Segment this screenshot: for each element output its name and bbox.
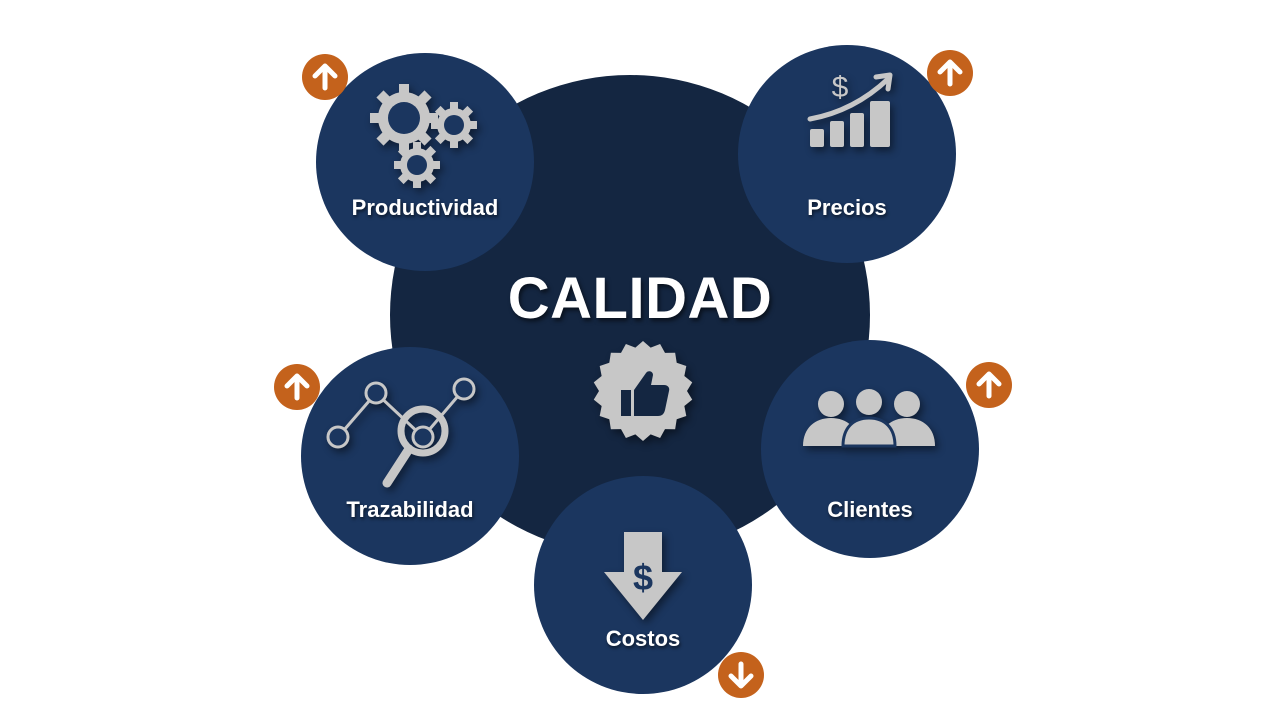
node-label-costos: Costos <box>605 626 681 651</box>
trend-down-badge-costos <box>718 652 764 698</box>
node-productividad: Productividad <box>316 53 534 271</box>
node-label-precios: Precios <box>807 195 887 220</box>
node-label-productividad: Productividad <box>351 195 499 220</box>
node-costos: $ Costos <box>534 476 752 694</box>
network-magnifier-icon <box>326 377 476 488</box>
node-label-trazabilidad: Trazabilidad <box>346 497 474 522</box>
arrow-up-icon <box>937 59 963 87</box>
svg-text:$: $ <box>832 71 849 104</box>
thumbs-up-seal-icon <box>593 341 693 441</box>
arrow-down-icon <box>728 661 754 689</box>
rising-bar-chart-dollar-icon: $ <box>807 71 893 147</box>
trend-up-badge-precios <box>927 50 973 96</box>
trend-up-badge-productividad <box>302 54 348 100</box>
arrow-up-icon <box>284 373 310 401</box>
gears-icon <box>370 84 477 188</box>
trend-up-badge-trazabilidad <box>274 364 320 410</box>
node-clientes: Clientes <box>761 340 979 558</box>
trend-up-badge-clientes <box>966 362 1012 408</box>
arrow-up-icon <box>312 63 338 91</box>
node-trazabilidad: Trazabilidad <box>301 347 519 565</box>
node-precios: $ Precios <box>738 45 956 263</box>
arrow-up-icon <box>976 371 1002 399</box>
node-label-clientes: Clientes <box>827 497 913 522</box>
people-group-icon <box>803 389 935 448</box>
center-title: CALIDAD <box>507 266 773 331</box>
svg-text:$: $ <box>633 557 653 598</box>
dollar-down-arrow-icon: $ <box>604 532 682 620</box>
